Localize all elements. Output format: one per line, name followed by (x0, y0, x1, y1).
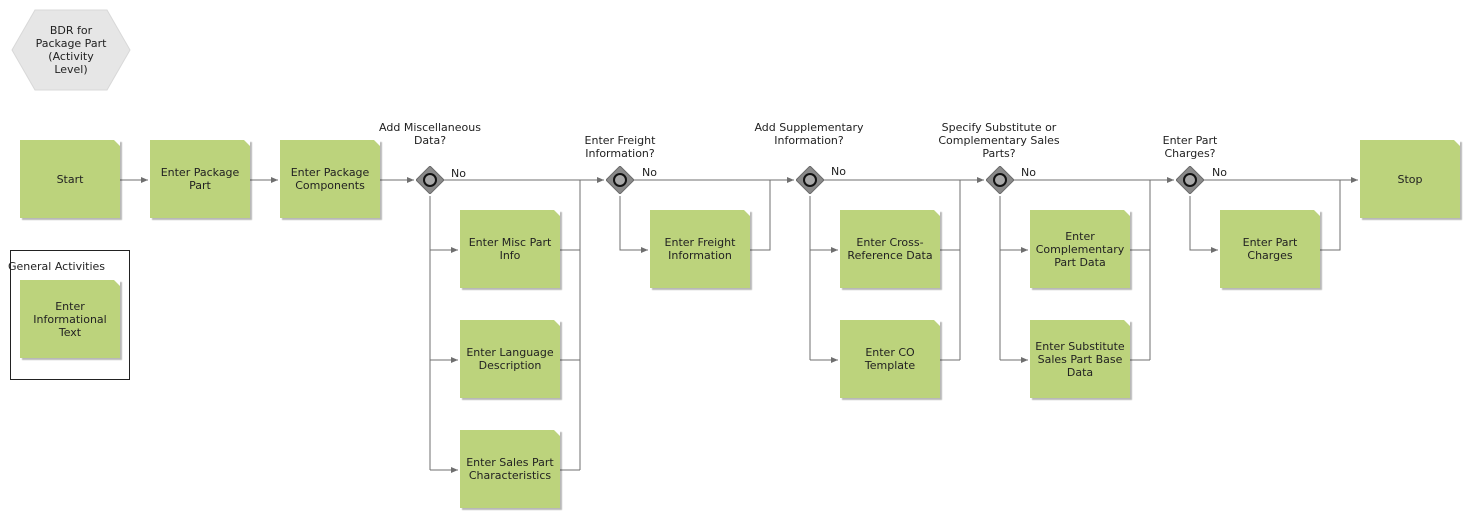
activity-enter-co-template[interactable]: Enter CO Template (840, 320, 940, 398)
gateway-label-freight: Enter Freight Information? (584, 134, 656, 160)
gateway-add-supplementary-information[interactable] (796, 166, 824, 194)
activity-enter-substitute-sales-part-base-data[interactable]: Enter Substitute Sales Part Base Data (1030, 320, 1130, 398)
activity-enter-complementary-part-data[interactable]: Enter Complementary Part Data (1030, 210, 1130, 288)
gateway-enter-freight-information[interactable] (606, 166, 634, 194)
activity-enter-sales-part-characteristics[interactable]: Enter Sales Part Characteristics (460, 430, 560, 508)
no-label-charges: No (1212, 166, 1227, 179)
gateway-label-misc: Add Miscellaneous Data? (379, 121, 481, 147)
diagram-title-shape: BDR for Package Part (Activity Level) (10, 8, 132, 92)
activity-enter-freight-information[interactable]: Enter Freight Information (650, 210, 750, 288)
activity-enter-informational-text[interactable]: Enter Informational Text (20, 280, 120, 358)
no-label-freight: No (642, 166, 657, 179)
no-label-supplementary: No (831, 165, 846, 178)
activity-enter-package-part[interactable]: Enter Package Part (150, 140, 250, 218)
gateway-enter-part-charges[interactable] (1176, 166, 1204, 194)
connector-charges-branch (1189, 196, 1218, 253)
general-activities-group (10, 250, 130, 380)
diagram-title: BDR for Package Part (Activity Level) (35, 24, 107, 76)
stop-node[interactable]: Stop (1360, 140, 1460, 218)
connector-misc-merge (560, 180, 581, 471)
gateway-label-supplementary: Add Supplementary Information? (754, 121, 864, 147)
gateway-add-miscellaneous-data[interactable] (416, 166, 444, 194)
no-label-misc: No (451, 167, 466, 180)
gateway-specify-substitute-or-complementary[interactable] (986, 166, 1014, 194)
start-node[interactable]: Start (20, 140, 120, 218)
activity-enter-package-components[interactable]: Enter Package Components (280, 140, 380, 218)
hexagon-shape (11, 9, 131, 91)
gateway-label-charges: Enter Part Charges? (1162, 134, 1218, 160)
activity-enter-cross-reference-data[interactable]: Enter Cross-Reference Data (840, 210, 940, 288)
connector-substitute-merge (1130, 180, 1151, 361)
connector-freight-merge (750, 180, 771, 251)
activity-enter-misc-part-info[interactable]: Enter Misc Part Info (460, 210, 560, 288)
connector-freight-branch (619, 196, 648, 253)
general-activities-title: General Activities (8, 260, 106, 273)
connector-charges-merge (1320, 180, 1341, 251)
no-label-substitute: No (1021, 166, 1036, 179)
activity-enter-part-charges[interactable]: Enter Part Charges (1220, 210, 1320, 288)
gateway-label-substitute: Specify Substitute or Complementary Sale… (938, 121, 1060, 160)
connector-supplementary-merge (940, 180, 961, 361)
activity-enter-language-description[interactable]: Enter Language Description (460, 320, 560, 398)
